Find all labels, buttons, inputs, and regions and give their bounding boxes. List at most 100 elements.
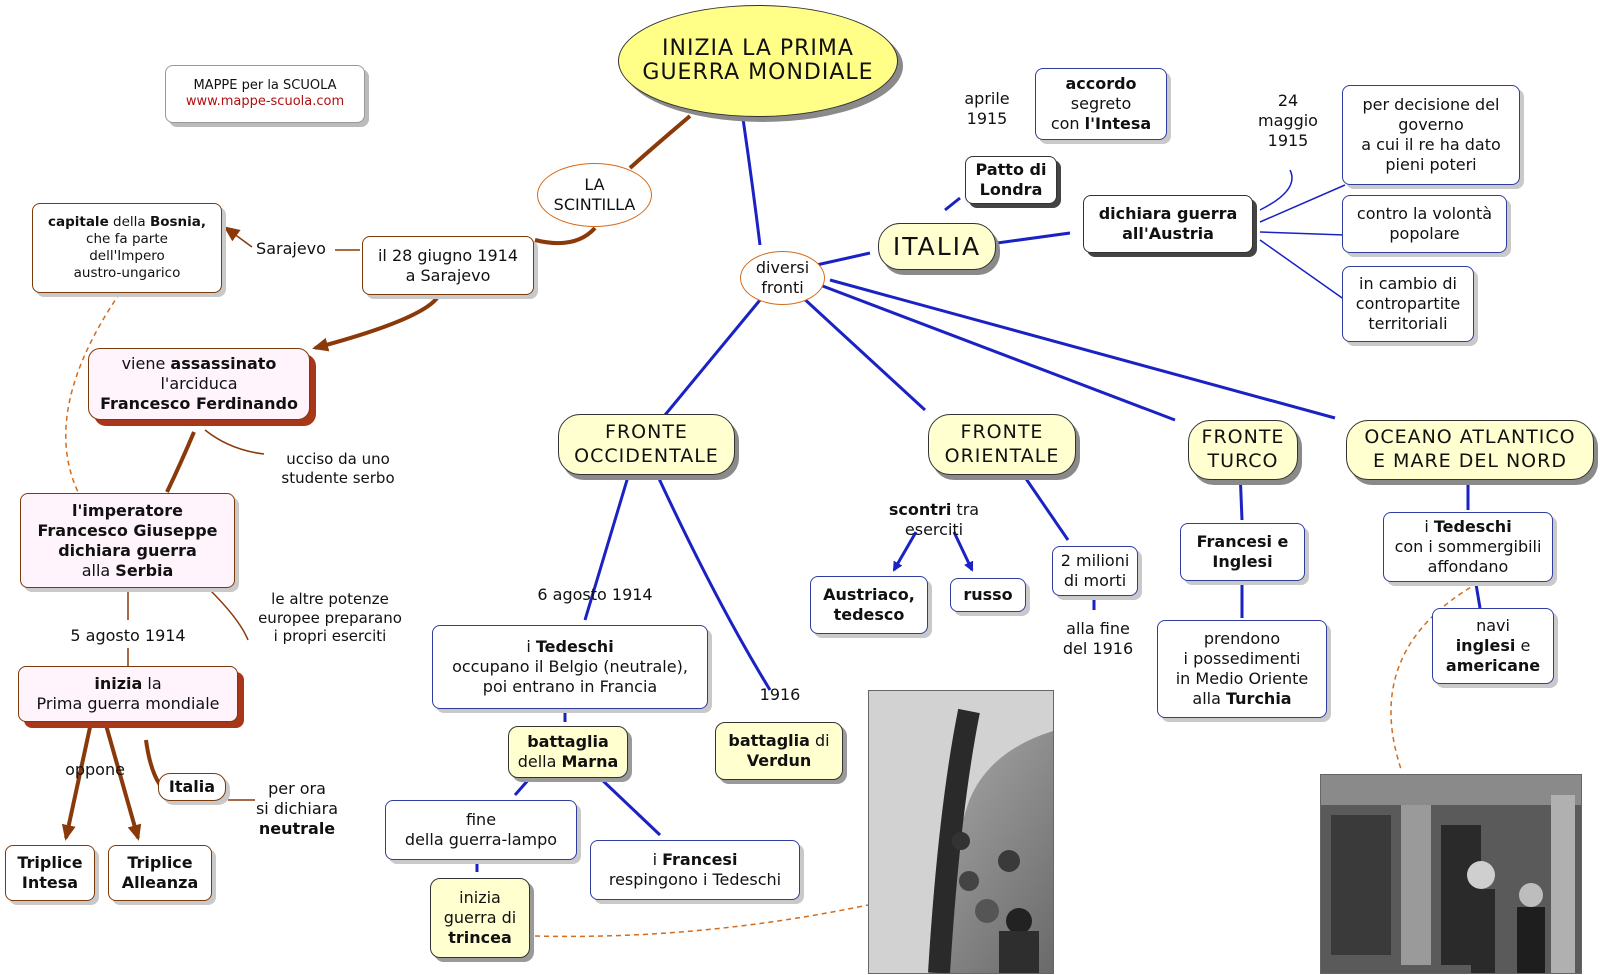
- inizia-box: inizia la Prima guerra mondiale: [18, 666, 238, 722]
- imperatore-line3: dichiara guerra: [58, 540, 197, 560]
- watermark-box: MAPPE per la SCUOLA www.mappe-scuola.com: [165, 65, 365, 123]
- assassinato-line3: Francesco Ferdinando: [100, 394, 298, 413]
- fronte-occidentale-pill: FRONTE OCCIDENTALE: [558, 414, 735, 475]
- capitale-box: capitale della Bosnia, che fa parte dell…: [32, 203, 222, 293]
- per-ora-label: per ora si dichiara neutrale: [250, 778, 344, 840]
- occ-line1: FRONTE: [605, 420, 688, 443]
- ucciso-line1: ucciso da uno: [286, 450, 390, 469]
- scintilla-oval: LA SCINTILLA: [537, 163, 652, 227]
- cambio-line3: territoriali: [1368, 314, 1448, 333]
- fi-line1: Francesi e: [1196, 532, 1289, 551]
- fine1916-line2: del 1916: [1062, 639, 1134, 658]
- intesa-line2: Intesa: [21, 873, 79, 892]
- in-cambio-box: in cambio di contropartite territoriali: [1342, 266, 1474, 342]
- capitale-b2: Bosnia,: [149, 214, 207, 231]
- date-line2: a Sarajevo: [405, 265, 491, 285]
- prendono-line1: prendono: [1203, 629, 1281, 648]
- tedeschi-t1: i: [526, 637, 536, 656]
- capitale-b1: capitale: [47, 214, 109, 231]
- capitale-t1: della: [108, 214, 150, 231]
- altre-line1: le altre potenze: [271, 589, 389, 608]
- scontri-label: scontri tra eserciti: [878, 498, 990, 542]
- francesi-t1: i: [652, 850, 663, 869]
- fronte-turco-pill: FRONTE TURCO: [1188, 420, 1298, 480]
- label-1916-text: 1916: [759, 685, 801, 704]
- altre-line3: i propri eserciti: [273, 627, 387, 646]
- italia-pill: ITALIA: [878, 223, 996, 270]
- prendono-box: prendono i possedimenti in Medio Oriente…: [1157, 620, 1327, 718]
- oceano-line2: E MARE DEL NORD: [1373, 450, 1567, 472]
- capitale-line1: capitale della Bosnia,: [48, 214, 206, 231]
- decisione-line1: per decisione del: [1362, 95, 1500, 114]
- title-ellipse: INIZIA LA PRIMA GUERRA MONDIALE: [618, 5, 898, 117]
- trincea-line3: trincea: [448, 928, 512, 947]
- assassinato-line2: l'arciduca: [160, 374, 238, 393]
- diversi-line1: diversi: [755, 258, 810, 277]
- verdun-box: battaglia di Verdun: [715, 722, 843, 780]
- capitale-line4: austro-ungarico: [73, 264, 181, 281]
- assassinato-t1: viene: [121, 354, 171, 373]
- date-line1: il 28 giugno 1914: [377, 245, 519, 265]
- navi-line3: americane: [1445, 656, 1541, 675]
- francesi-b1: Francesi: [662, 850, 738, 869]
- navi-line2: inglesi e: [1456, 636, 1531, 656]
- fine1916-line1: alla fine: [1066, 619, 1130, 638]
- per-decisione-box: per decisione del governo a cui il re ha…: [1342, 85, 1520, 185]
- austriaco-line1: Austriaco,: [823, 585, 915, 604]
- scontri-t1: tra: [951, 500, 980, 519]
- inizia-b1: inizia: [94, 674, 143, 693]
- inizia-line1: inizia la: [94, 674, 161, 694]
- intesa-line1: Triplice: [17, 853, 83, 872]
- francesi-inglesi-box: Francesi e Inglesi: [1180, 523, 1305, 581]
- inizia-trincea-box: inizia guerra di trincea: [430, 878, 530, 958]
- altre-potenze-label: le altre potenze europee preparano i pro…: [250, 588, 410, 648]
- aprile-line2: 1915: [966, 109, 1008, 128]
- accordo-line1: accordo: [1065, 74, 1137, 93]
- fine-1916-label: alla fine del 1916: [1055, 618, 1141, 660]
- somm-line1: i Tedeschi: [1424, 517, 1511, 537]
- marna-t2: della: [517, 752, 562, 771]
- imperatore-t4: alla: [81, 560, 116, 580]
- accordo-b3: l'Intesa: [1084, 114, 1152, 133]
- decisione-line2: governo: [1398, 115, 1464, 134]
- marna-box: battaglia della Marna: [508, 726, 628, 778]
- agosto6-label: 6 agosto 1914: [530, 584, 660, 606]
- fine-line1: fine: [465, 810, 497, 829]
- title-line2: GUERRA MONDIALE: [642, 60, 874, 85]
- assassinato-b1: assassinato: [170, 354, 277, 373]
- altre-line2: europee preparano: [258, 608, 402, 627]
- alleanza-line1: Triplice: [127, 853, 193, 872]
- patto-line2: Londra: [979, 180, 1043, 199]
- maggio-label: 24 maggio 1915: [1252, 90, 1324, 152]
- somm-line3: affondano: [1427, 557, 1509, 576]
- verdun-t1: di: [809, 731, 830, 750]
- francesi-line2: respingono i Tedeschi: [608, 870, 782, 889]
- fine-line2: della guerra-lampo: [404, 830, 558, 849]
- assassinato-box: viene assassinato l'arciduca Francesco F…: [88, 348, 310, 420]
- milioni-box: 2 milioni di morti: [1052, 546, 1138, 596]
- prendono-line4: alla Turchia: [1192, 689, 1291, 709]
- trench-photo: [868, 690, 1054, 974]
- contro-line1: contro la volontà: [1356, 204, 1493, 223]
- cambio-line1: in cambio di: [1359, 274, 1457, 293]
- aprile-label: aprile 1915: [952, 88, 1022, 130]
- agosto6-text: 6 agosto 1914: [537, 585, 653, 604]
- turco-line2: TURCO: [1207, 450, 1279, 472]
- patto-londra-box: Patto di Londra: [965, 156, 1057, 204]
- austriaco-box: Austriaco, tedesco: [810, 576, 928, 634]
- trincea-line2: guerra di: [443, 908, 517, 927]
- watermark-url[interactable]: www.mappe-scuola.com: [185, 94, 345, 109]
- marna-line2: della Marna: [518, 752, 619, 772]
- tedeschi-line3: poi entrano in Francia: [482, 677, 658, 696]
- oppone-label: oppone: [62, 759, 128, 781]
- fine-guerra-lampo-box: fine della guerra-lampo: [385, 800, 577, 860]
- ucciso-line2: studente serbo: [281, 469, 395, 487]
- maggio-line2: maggio: [1258, 111, 1318, 130]
- scontri-line2: eserciti: [904, 520, 964, 539]
- date-28-giugno-box: il 28 giugno 1914 a Sarajevo: [362, 236, 534, 295]
- turco-line1: FRONTE: [1201, 426, 1285, 449]
- oceano-line1: OCEANO ATLANTICO: [1364, 426, 1576, 449]
- verdun-line2: Verdun: [746, 751, 812, 770]
- prendono-line2: i possedimenti: [1183, 649, 1301, 668]
- oceano-pill: OCEANO ATLANTICO E MARE DEL NORD: [1346, 420, 1594, 480]
